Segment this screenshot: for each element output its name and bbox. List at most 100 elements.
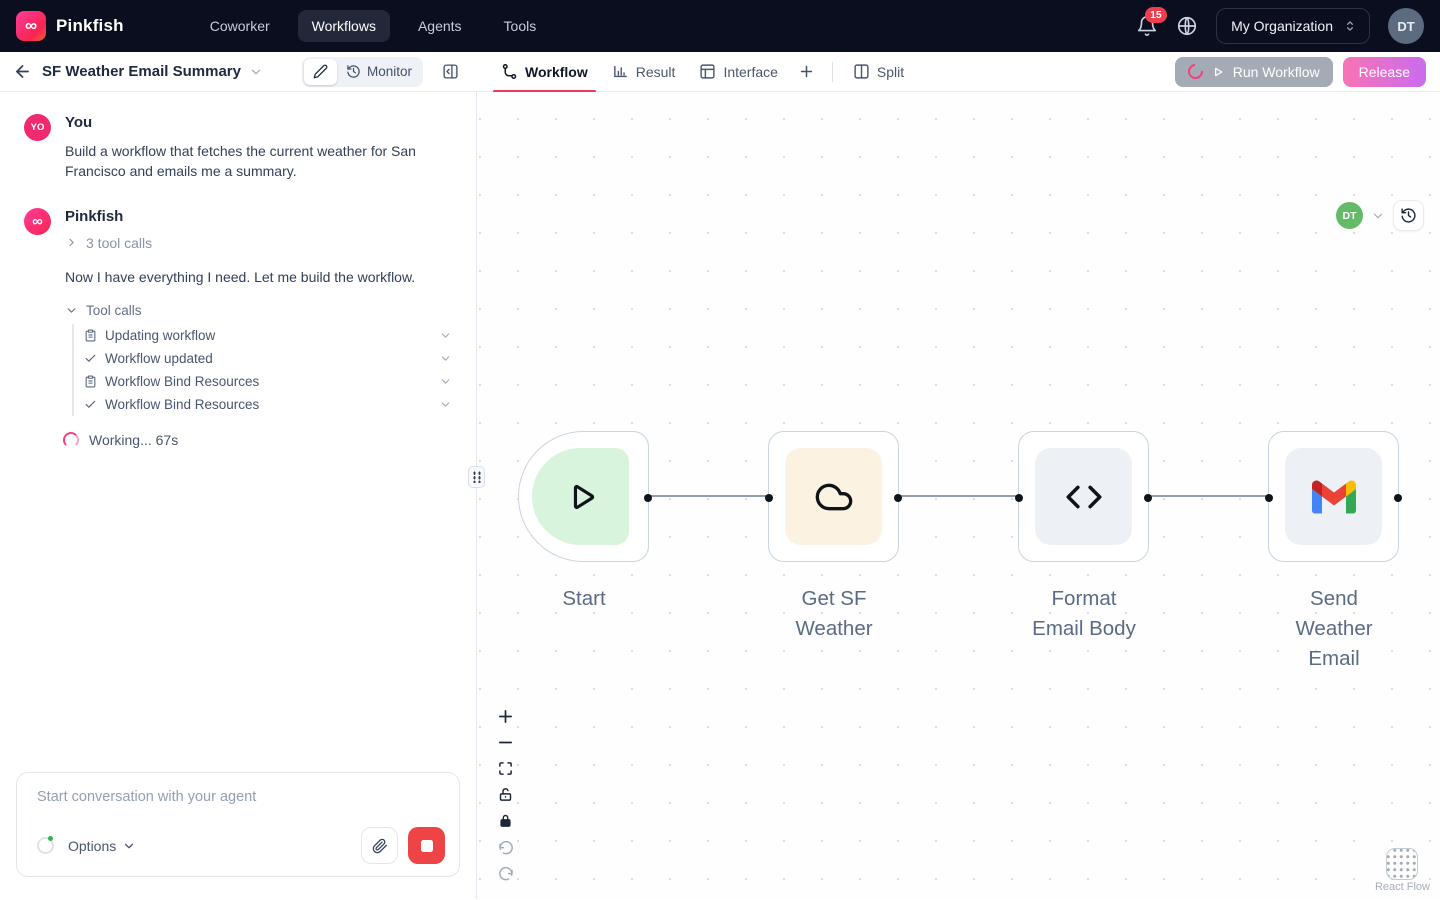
undo-button[interactable] — [497, 838, 514, 855]
agent-message-text: Now I have everything I need. Let me bui… — [65, 268, 416, 285]
monitor-mode-button[interactable]: Monitor — [337, 59, 421, 85]
fit-view-icon — [499, 762, 512, 775]
start-node-tile — [532, 448, 629, 545]
chevron-right-icon — [69, 238, 74, 247]
collapse-panel-button[interactable] — [435, 57, 465, 87]
output-port[interactable] — [1144, 493, 1152, 502]
arrow-left-icon — [15, 65, 29, 78]
user-message-avatar: YO — [24, 114, 51, 141]
clipboard-icon — [85, 375, 96, 388]
workflow-canvas[interactable]: DT Start Get SF Weath — [477, 92, 1440, 899]
chevron-down-icon — [67, 308, 76, 313]
stop-button[interactable] — [408, 827, 445, 864]
tool-calls-summary-toggle[interactable]: 3 tool calls — [65, 235, 452, 251]
plus-icon — [801, 65, 813, 78]
node-send-weather-email[interactable] — [1265, 431, 1402, 562]
node-get-sf-weather[interactable] — [765, 431, 902, 562]
view-tabs: Workflow Result Interface Split — [477, 52, 1175, 93]
mode-toggle: Monitor — [301, 56, 423, 87]
run-workflow-button[interactable]: Run Workflow — [1174, 56, 1333, 87]
node-format-email-body[interactable] — [1015, 431, 1152, 562]
edge-start-weather — [649, 495, 768, 497]
zoom-in-button[interactable] — [497, 708, 514, 725]
input-port[interactable] — [765, 493, 773, 502]
nav-item-coworker[interactable]: Coworker — [209, 18, 270, 34]
tab-interface[interactable]: Interface — [687, 52, 789, 92]
title-menu-button[interactable] — [249, 65, 263, 79]
tab-workflow[interactable]: Workflow — [489, 52, 600, 93]
edge-format-send — [1149, 495, 1268, 497]
redo-icon — [498, 866, 513, 880]
tool-call-row[interactable]: Updating workflow — [84, 324, 452, 347]
play-icon — [573, 484, 594, 509]
chat-input[interactable]: Start conversation with your agent — [37, 789, 257, 805]
cloud-icon — [815, 483, 852, 510]
code-icon — [1066, 485, 1101, 508]
user-avatar[interactable]: DT — [1388, 8, 1424, 44]
working-status: Working... 67s — [63, 431, 452, 448]
layout-icon — [700, 64, 716, 79]
output-port[interactable] — [1394, 493, 1402, 502]
panel-collapse-icon — [442, 64, 458, 79]
lock-button[interactable] — [497, 812, 514, 829]
unlock-button[interactable] — [497, 786, 514, 803]
globe-icon — [1177, 16, 1197, 36]
tab-result[interactable]: Result — [600, 52, 688, 92]
play-icon — [1214, 67, 1223, 76]
chevron-down-icon — [441, 379, 450, 384]
zoom-out-button[interactable] — [497, 734, 514, 751]
workflow-title: SF Weather Email Summary — [42, 63, 241, 80]
redo-button[interactable] — [497, 864, 514, 881]
output-port[interactable] — [894, 493, 902, 502]
chevron-down-icon — [251, 69, 261, 74]
release-button[interactable]: Release — [1342, 56, 1426, 87]
input-port[interactable] — [1015, 493, 1023, 502]
nav-item-workflows[interactable]: Workflows — [297, 10, 390, 42]
fit-view-button[interactable] — [497, 760, 514, 777]
stop-icon — [420, 839, 433, 852]
language-button[interactable] — [1176, 15, 1198, 37]
brand[interactable]: ∞ Pinkfish — [16, 11, 124, 41]
pinkfish-logo-icon: ∞ — [16, 11, 46, 41]
agent-message-avatar: ∞ — [24, 207, 51, 235]
output-port[interactable] — [644, 493, 652, 502]
options-button[interactable]: Options — [68, 838, 136, 854]
node-start[interactable] — [518, 431, 652, 562]
undo-icon — [498, 840, 513, 854]
back-button[interactable] — [8, 58, 36, 86]
chevron-down-icon — [1373, 213, 1383, 218]
organization-select[interactable]: My Organization — [1216, 8, 1370, 44]
workflow-icon — [502, 64, 517, 79]
tool-call-row[interactable]: Workflow Bind Resources — [84, 370, 452, 393]
collaborator-chevron[interactable] — [1371, 209, 1385, 223]
tab-split[interactable]: Split — [841, 52, 916, 92]
tool-calls-toggle[interactable]: Tool calls — [65, 303, 452, 318]
workflow-header: SF Weather Email Summary Monitor Workflo… — [0, 52, 1440, 93]
version-history-button[interactable] — [1393, 200, 1424, 231]
notifications-button[interactable]: 15 — [1136, 7, 1167, 37]
tool-call-row[interactable]: Workflow Bind Resources — [84, 393, 452, 416]
user-message: YO You Build a workflow that fetches the… — [24, 114, 452, 182]
chart-icon — [613, 65, 627, 78]
add-tab-button[interactable] — [790, 55, 824, 89]
react-flow-attribution[interactable]: React Flow — [1375, 848, 1430, 893]
monitor-label: Monitor — [366, 64, 412, 79]
code-node-tile — [1035, 448, 1132, 545]
edit-mode-button[interactable] — [303, 58, 337, 85]
collaborator-avatar[interactable]: DT — [1336, 202, 1363, 229]
chat-messages: YO You Build a workflow that fetches the… — [0, 92, 476, 758]
panel-resize-handle[interactable] — [468, 466, 485, 488]
chevron-down-icon — [441, 402, 450, 407]
chat-input-box[interactable]: Start conversation with your agent Optio… — [16, 772, 460, 877]
gmail-icon — [1311, 479, 1356, 513]
attach-file-button[interactable] — [361, 827, 398, 864]
plus-icon — [498, 709, 513, 724]
node-label-send-weather-email: Send Weather Email — [1295, 587, 1373, 670]
nav-item-tools[interactable]: Tools — [503, 18, 537, 34]
minus-icon — [498, 741, 513, 744]
nav-item-agents[interactable]: Agents — [417, 18, 462, 34]
input-port[interactable] — [1265, 493, 1273, 502]
paperclip-icon — [372, 838, 387, 853]
tool-call-row[interactable]: Workflow updated — [84, 347, 452, 370]
top-navigation: ∞ Pinkfish Coworker Workflows Agents Too… — [0, 0, 1440, 52]
